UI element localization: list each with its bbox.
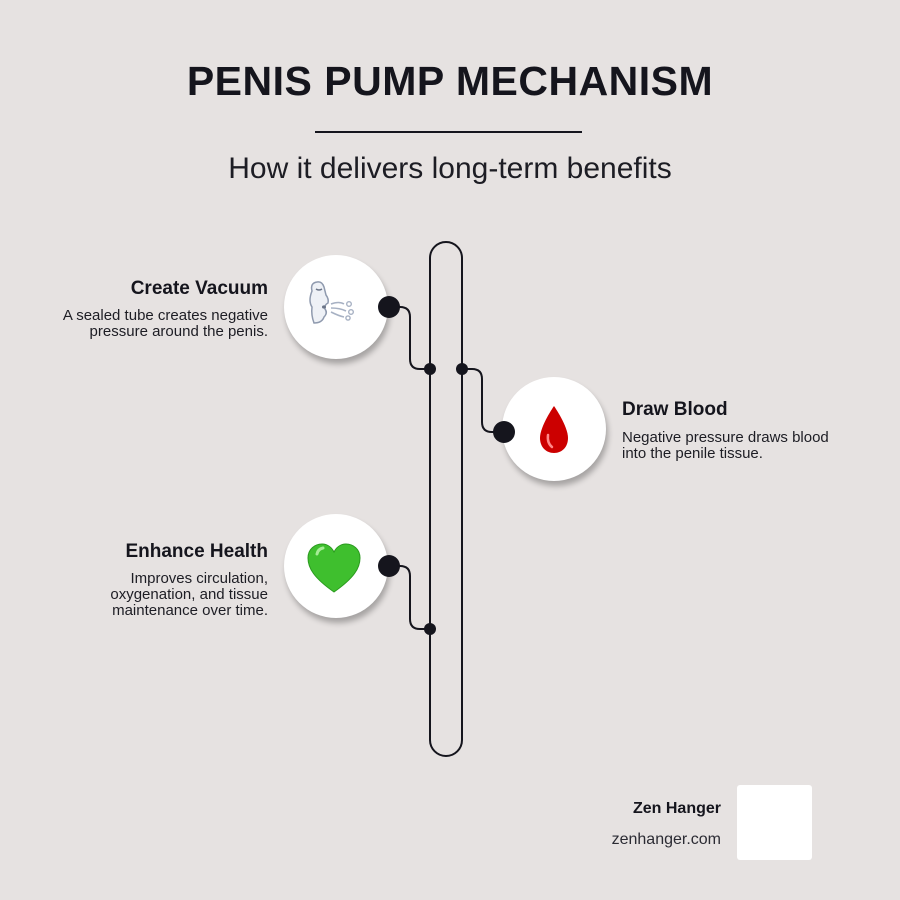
junction-dot [456,363,468,375]
step-icon-circle [284,514,388,618]
step-dot [493,421,515,443]
step-title: Draw Blood [622,399,728,420]
step-description: A sealed tube creates negative pressure … [62,307,268,340]
central-track [429,241,463,757]
step-dot [378,555,400,577]
brand-url[interactable]: zenhanger.com [611,831,721,848]
brand-logo [737,785,812,860]
blowing-face-icon [309,281,354,324]
blood-drop-icon [540,406,568,453]
connector-create-vacuum [389,306,430,370]
step-icon-circle [284,255,388,359]
title-divider [315,131,582,133]
connector-draw-blood [462,368,504,433]
step-title: Enhance Health [125,541,268,562]
step-dot [378,296,400,318]
brand-name: Zen Hanger [632,800,721,817]
step-description: Improves circulation, oxygenation, and t… [110,570,268,619]
green-heart-icon [307,543,361,593]
step-icon-circle [502,377,606,481]
step-description: Negative pressure draws blood into the p… [622,429,829,462]
page-title: PENIS PUMP MECHANISM [186,58,714,104]
connector-enhance-health [389,565,430,630]
junction-dot [424,623,436,635]
page-subtitle: How it delivers long-term benefits [228,152,672,185]
junction-dot [424,363,436,375]
step-title: Create Vacuum [130,278,268,299]
